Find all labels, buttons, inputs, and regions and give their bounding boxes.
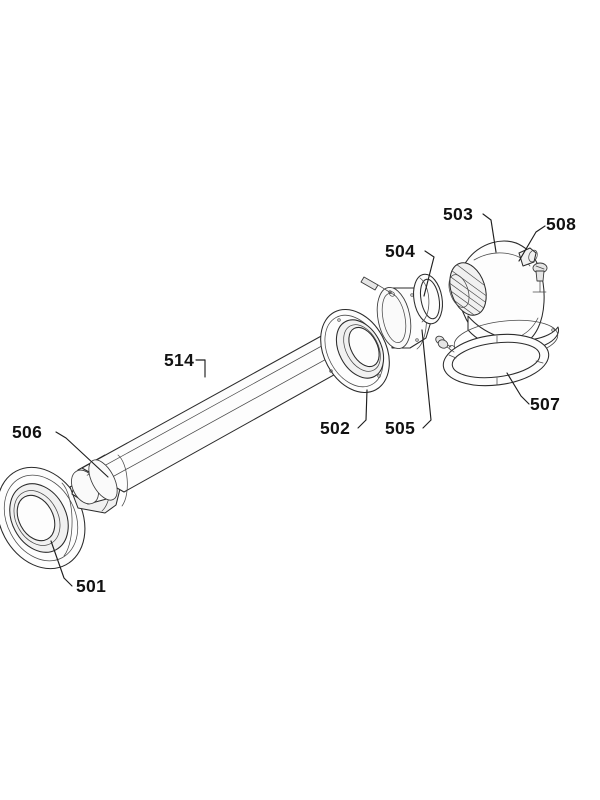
callout-label-505: 505	[385, 418, 415, 438]
part-508-fixing-screw	[532, 262, 548, 293]
callout-506: 506	[12, 422, 109, 478]
callout-508: 508	[518, 214, 576, 262]
callout-505: 505	[385, 329, 432, 438]
part-501-wall-terminal-plate	[0, 466, 86, 570]
callout-layer: 514 506 501 502 505 504	[12, 204, 576, 596]
callout-label-503: 503	[443, 204, 473, 224]
callout-502: 502	[320, 389, 368, 438]
part-507-elbow-gasket-ring	[437, 333, 550, 387]
callout-504: 504	[385, 241, 435, 297]
callout-label-514: 514	[164, 350, 194, 370]
callout-label-504: 504	[385, 241, 415, 261]
callout-label-506: 506	[12, 422, 42, 442]
callout-label-508: 508	[546, 214, 576, 234]
elbow-side-boss	[518, 247, 538, 267]
callout-label-501: 501	[76, 576, 106, 596]
callout-507: 507	[506, 372, 560, 414]
part-502-pipe-flange	[320, 308, 390, 394]
gasket-screw-icon	[437, 339, 455, 353]
callout-514: 514	[164, 350, 206, 378]
upper-fixing-screw-icon	[360, 276, 395, 297]
callout-label-507: 507	[530, 394, 560, 414]
callout-503: 503	[443, 204, 497, 253]
callout-501: 501	[50, 540, 106, 596]
callout-label-502: 502	[320, 418, 350, 438]
